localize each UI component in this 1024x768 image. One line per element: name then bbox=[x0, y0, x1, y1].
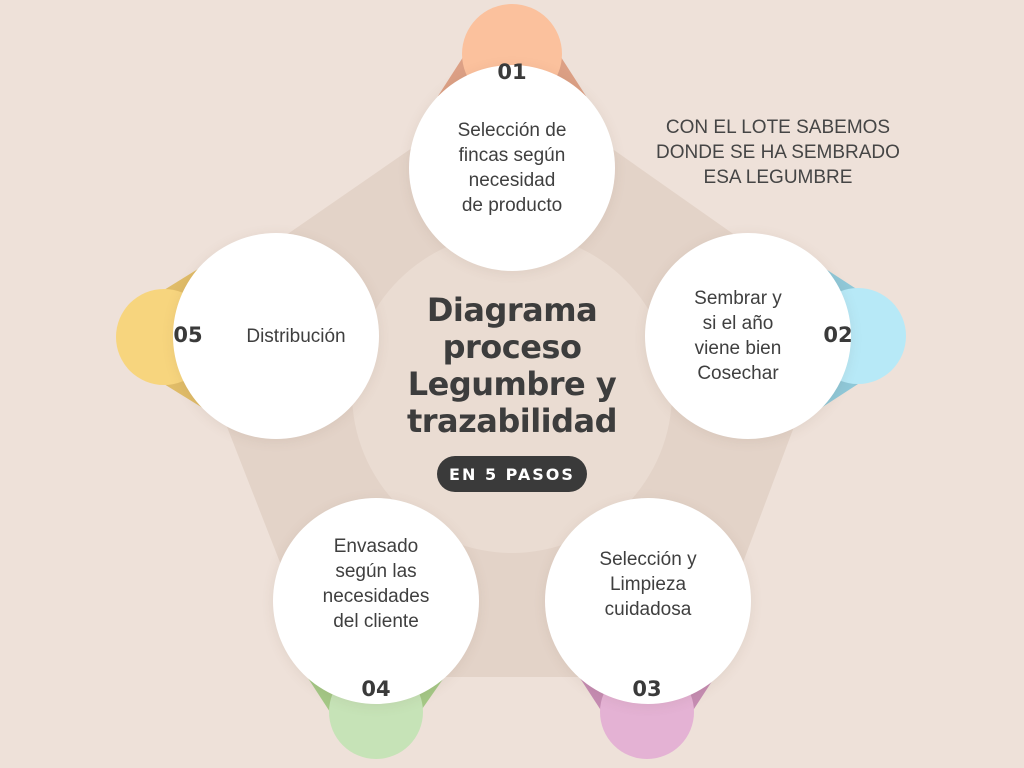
step-04-text: Envasado según las necesidades del clien… bbox=[322, 536, 430, 632]
step-04-number: 04 bbox=[361, 677, 391, 701]
step-02-text: Sembrar y si el año viene bien Cosechar bbox=[694, 288, 782, 384]
center-disk bbox=[352, 233, 672, 553]
step-03-text: Selección y Limpieza cuidadosa bbox=[599, 548, 697, 620]
steps-badge: EN 5 PASOS bbox=[437, 456, 587, 492]
step-03-number: 03 bbox=[632, 677, 662, 701]
lot-note: CON EL LOTE SABEMOS DONDE SE HA SEMBRADO… bbox=[656, 117, 900, 188]
step-01-number: 01 bbox=[497, 60, 527, 84]
step-03-circle: Selección y Limpieza cuidadosa bbox=[545, 498, 751, 704]
step-01-circle: Selección de fincas según necesidad de p… bbox=[409, 65, 615, 271]
step-02-number: 02 bbox=[823, 323, 853, 347]
step-05-circle: Distribución bbox=[173, 233, 379, 439]
step-05-text: Distribución bbox=[246, 325, 346, 347]
step-02-circle: Sembrar y si el año viene bien Cosechar bbox=[645, 233, 851, 439]
diagram-title: Diagrama proceso Legumbre y trazabilidad bbox=[406, 291, 618, 440]
step-01-text: Selección de fincas según necesidad de p… bbox=[457, 120, 567, 216]
step-04-circle: Envasado según las necesidades del clien… bbox=[273, 498, 479, 704]
step-05-number: 05 bbox=[173, 323, 203, 347]
